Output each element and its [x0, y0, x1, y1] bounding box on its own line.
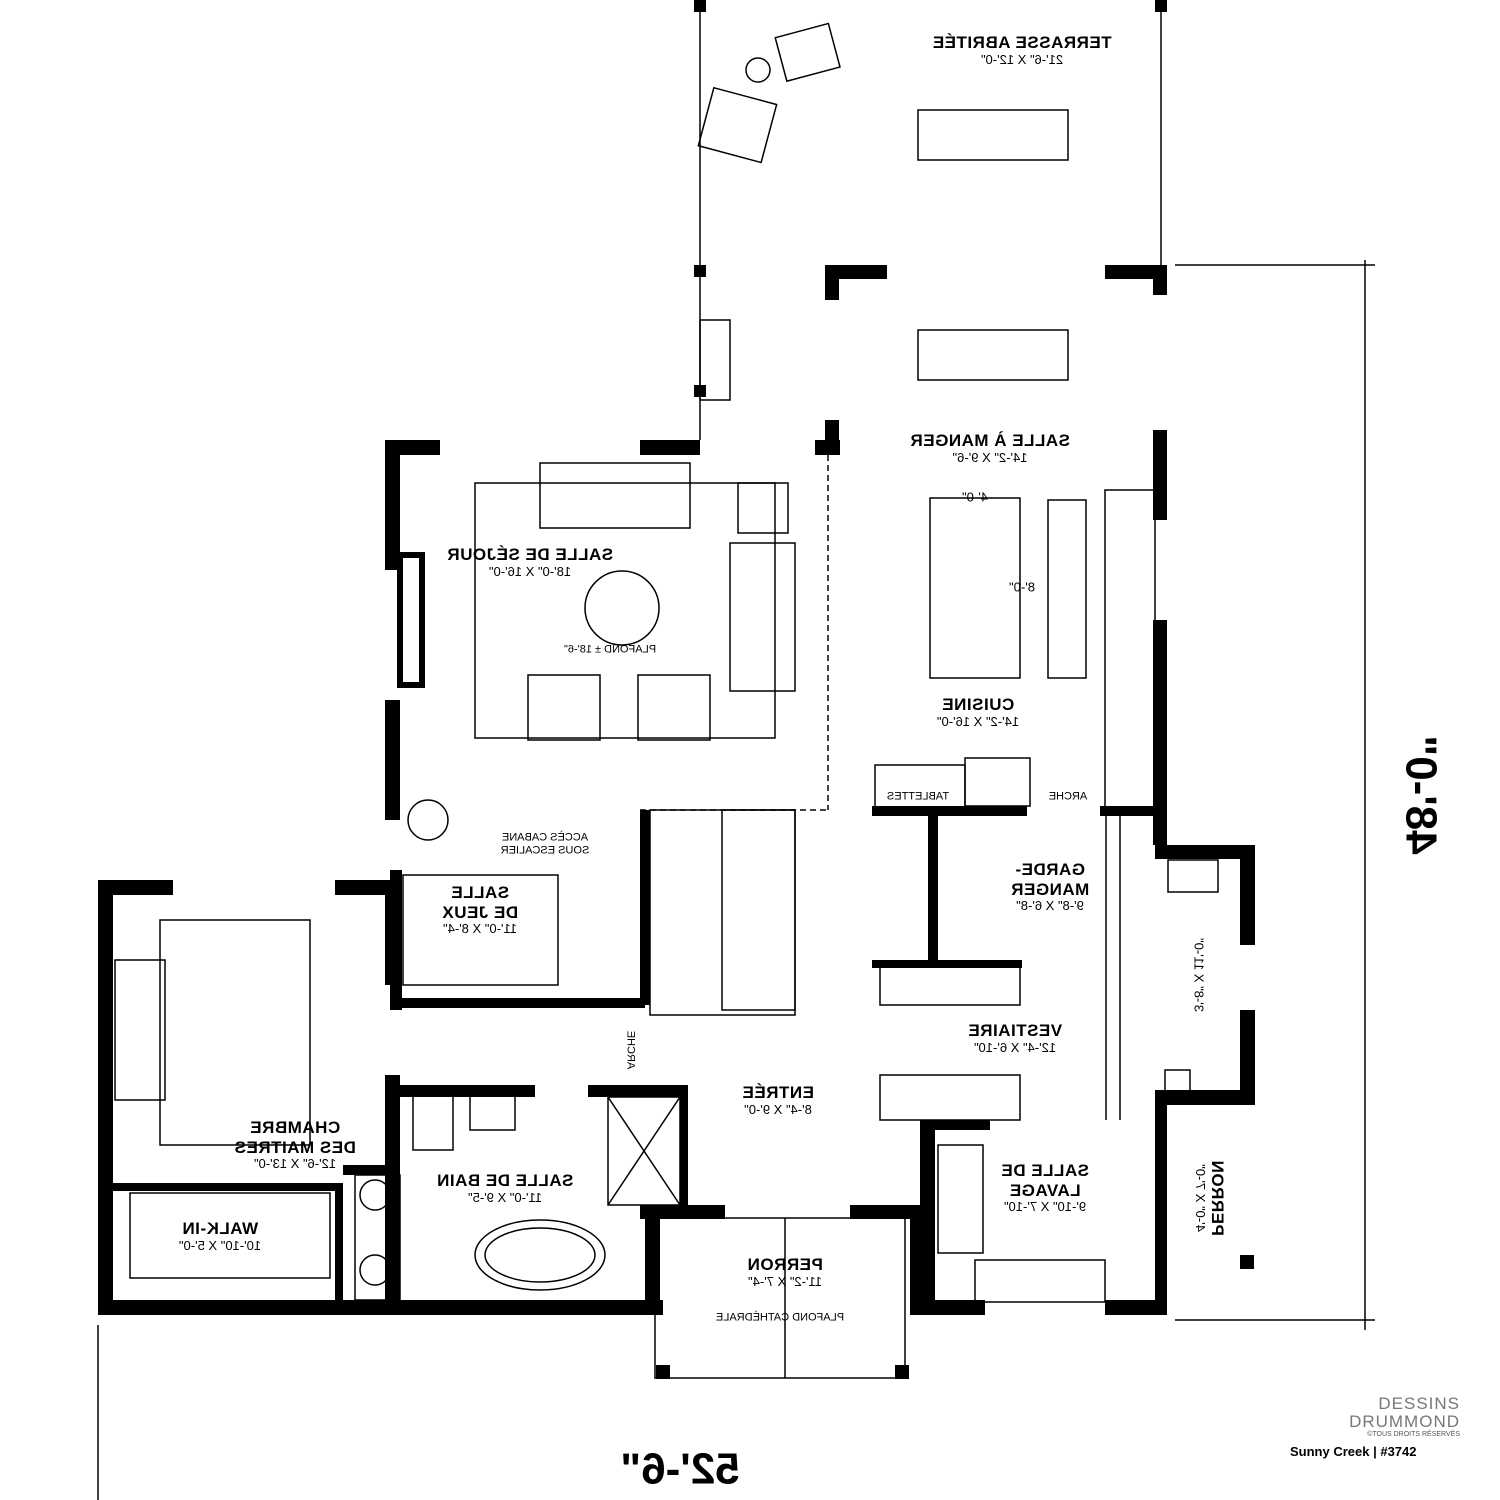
island-width: 4'-0": [962, 489, 988, 505]
dessins-drummond-logo: DESSINS DRUMMOND ©TOUS DROITS RÉSERVÉS S…: [1290, 1394, 1460, 1460]
room-dims: 21'-6" X 12'-0": [980, 51, 1064, 67]
island-length: 8'-0": [1009, 579, 1035, 595]
room-name: WALK-IN: [181, 1218, 259, 1238]
logo-line1: DESSINS: [1378, 1394, 1460, 1413]
logo-line2: DRUMMOND: [1349, 1412, 1460, 1431]
room-name: VESTIAIRE: [967, 1020, 1063, 1040]
cathedral-ceiling-note: PLAFOND CATHÉDRALE: [715, 1311, 845, 1324]
room-name-1: SALLE DE: [1000, 1160, 1090, 1180]
room-name: TERRASSE ABRITÉE: [932, 32, 1112, 52]
room-name: SALLE DE BAIN: [436, 1170, 574, 1190]
acces-line2: SOUS ESCALIER: [500, 844, 590, 856]
plan-id: Sunny Creek | #3742: [1290, 1444, 1417, 1459]
room-dims: 11'-2" X 7'-4": [748, 1273, 822, 1289]
room-dims: 12'-6" X 13'-0": [253, 1156, 337, 1172]
room-dims: 14'-2" X 9'-6": [952, 449, 1028, 465]
room-name-2: MANGER: [1010, 879, 1090, 899]
room-name: PERRON: [1208, 1160, 1228, 1236]
room-dims: 8'-4" X 9'-0": [744, 1101, 812, 1117]
room-name-1: GARDE-: [1014, 859, 1086, 879]
room-dims: 11'-0" X 8'-4": [443, 921, 517, 937]
room-name: SALLE DE SÉJOUR: [446, 544, 614, 564]
room-name: SALLE À MANGER: [910, 430, 1070, 450]
room-dims: 11'-0" X 9'-5": [468, 1189, 542, 1205]
furniture: [97, 0, 1375, 1500]
room-name-2: DES MAITRES: [234, 1137, 356, 1157]
room-dims: 10'-10" X 5'-0": [178, 1237, 262, 1253]
room-dims: 4'-0" X 7'-0": [1193, 1164, 1209, 1232]
logo-rights: ©TOUS DROITS RÉSERVÉS: [1367, 1431, 1460, 1438]
room-dims: 9'-10" X 7'-10": [1003, 1199, 1087, 1215]
room-dims: 14'-2" X 16'-0": [936, 713, 1020, 729]
room-name-2: LAVAGE: [1009, 1180, 1081, 1200]
arche-note: ARCHE: [1048, 790, 1088, 803]
tablettes-note: TABLETTES: [886, 790, 950, 803]
room-dims: 12'-4" X 6'-10": [973, 1039, 1057, 1055]
room-dims: 9'-8" X 6'-8": [1016, 898, 1084, 914]
acces-line1: ACCÈS CABANE: [501, 831, 589, 844]
overall-width: 52'-6": [620, 1444, 740, 1494]
ceiling-note: PLAFOND ± 18'-6": [563, 643, 657, 656]
room-name-2: DE JEUX: [441, 902, 519, 922]
room-name-1: SALLE: [450, 882, 510, 902]
vestibule-dims: 3'-8" X 11'-0": [1191, 938, 1207, 1012]
arche-note-2: ARCHE: [624, 1030, 637, 1070]
overall-depth: 48'-0": [1396, 735, 1446, 855]
room-name: PERRON: [747, 1254, 823, 1274]
room-name: CUISINE: [941, 694, 1015, 714]
room-name: ENTRÉE: [742, 1082, 814, 1102]
room-name-1: CHAMBRE: [249, 1117, 341, 1137]
walls: [98, 0, 1255, 1379]
room-dims: 18'-0" X 16'-0": [488, 563, 572, 579]
